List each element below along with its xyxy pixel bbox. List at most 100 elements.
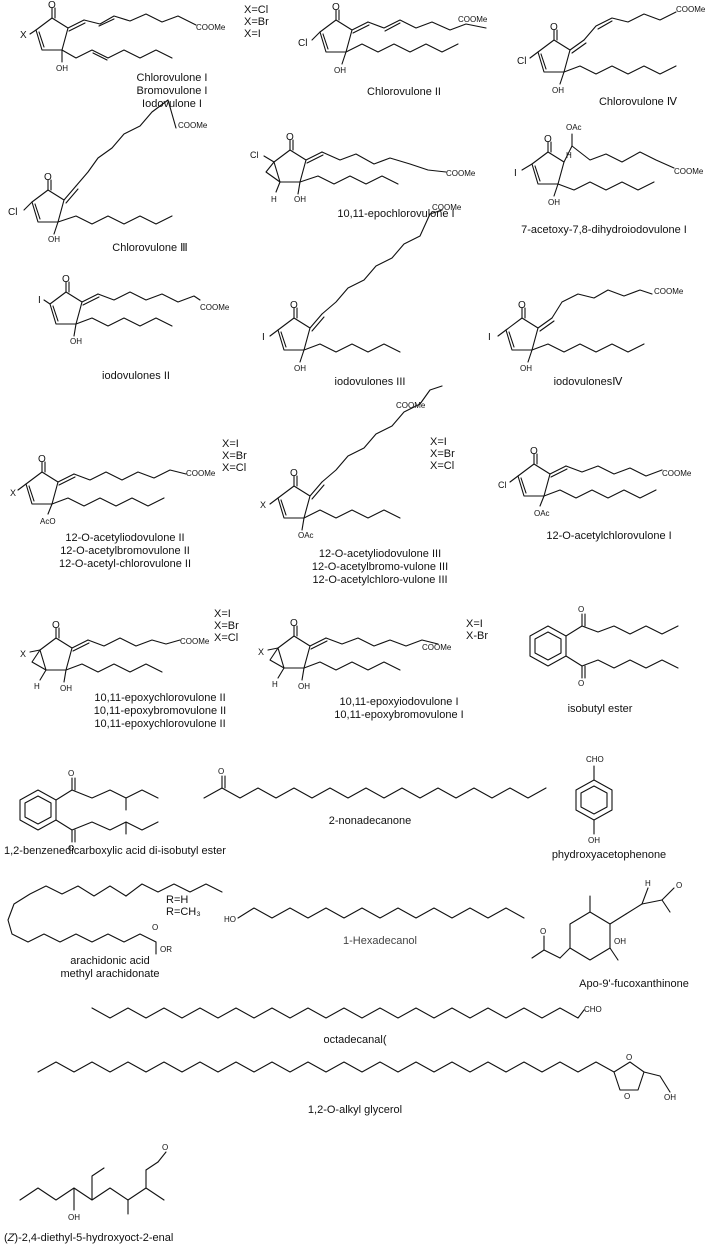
c17-o-atom: O [218,767,224,776]
c11-sub-0: X=I [430,436,447,448]
c20-name-label: 1-Hexadecanol [310,935,450,948]
c4-name-label: Chlorovulone Ⅲ [90,242,210,255]
c8-name-label: iodovulones III [310,376,430,389]
c21-name-label: Apo-9'-fucoxanthinone [566,978,702,991]
structure-arachidonic-acid [7,883,223,955]
c10-sub-2: X=Cl [222,462,247,474]
c16-name-0: 1,2-benzenedicarboxylic acid di-isobutyl… [4,845,226,857]
c13-substituent-key: X=I X=Br X=Cl [214,608,239,644]
c24-oh-atom: OH [68,1213,80,1222]
c4-ester-atom: COOMe [178,121,208,130]
c13-oxo-atom: O [52,620,60,631]
c10-sub-atom: X [10,488,16,498]
structure-alkyl-glycerol [37,1061,671,1093]
c13-name-1: 10,11-epoxybromovulone II [93,705,227,717]
c4-sub-atom: Cl [8,207,17,218]
structure-acetoxy-dihydroiodovulone [521,133,675,197]
c20-name-0: 1-Hexadecanol [343,935,417,947]
c5-name-label: 10,11-epochlorovulone I [316,208,476,221]
c11-name-1: 12-O-acetylbromo-vulone III [311,561,449,573]
c11-sub-atom: X [260,500,266,510]
c24-name-italic: Z [7,1232,15,1244]
c9-name-0: iodovulonesⅣ [553,376,623,388]
c19-substituent-key: R=H R=CH₃ [166,894,201,918]
c15-o2-atom: O [578,679,584,688]
c2-oh-atom: OH [334,66,346,75]
structure-chlorovulone-ii [311,9,487,65]
c22-name-0: octadecanal( [323,1034,387,1046]
c1-oh-atom: OH [56,64,68,73]
c18-oh-atom: OH [588,836,600,845]
c11-sub-2: X=Cl [430,460,455,472]
c13-name-0: 10,11-epoxychlorovulone II [94,692,226,704]
c7-name-label: iodovulones II [76,370,196,383]
c4-name-0: Chlorovulone Ⅲ [112,242,188,254]
c7-sub-atom: I [38,295,41,306]
c14-oxo-atom: O [290,618,298,629]
c7-oxo-atom: O [62,274,70,285]
c12-sub-atom: Cl [498,480,507,490]
c1-name-0: Chlorovulone I [136,72,208,84]
c2-name-0: Chlorovulone II [367,86,441,98]
structure-iodovulones-iv [497,289,653,363]
c23-name-0: 1,2-O-alkyl glycerol [307,1104,403,1116]
c16-name-label: 1,2-benzenedicarboxylic acid di-isobutyl… [4,845,244,858]
c18-name-0: phydroxyacetophenone [551,849,667,861]
structure-iodovulones-iii [269,209,443,363]
c8-name-0: iodovulones III [334,376,406,388]
c13-h-atom: H [34,682,40,691]
c4-oxo-atom: O [44,172,52,183]
c24-name-prefix: ( [4,1232,8,1244]
c14-sub-0: X=I [466,618,483,630]
c7-name-0: iodovulones II [102,370,170,382]
c14-sub-atom: X [258,647,264,657]
structure-iodovulones-ii [43,281,201,337]
c6-ester-atom: COOMe [674,167,704,176]
c1-substituent-key: X=Cl X=Br X=I [244,4,269,40]
c9-sub-atom: I [488,332,491,343]
structure-chlorovulone-iii [23,99,177,235]
structure-apo-fucoxanthinone [531,887,675,961]
c3-ester-atom: COOMe [676,5,706,14]
c17-name-label: 2-nonadecanone [300,815,440,828]
c6-oxo-atom: O [544,134,552,145]
c13-name-label: 10,11-epoxychlorovulone II 10,11-epoxybr… [70,692,250,731]
c6-name-0: 7-acetoxy-7,8-dihydroiodovulone I [521,224,687,236]
c21-o1-atom: O [540,927,546,936]
c1-sub-atom: X [20,30,27,41]
c13-sub-2: X=Cl [214,632,239,644]
c5-sub-atom: Cl [250,150,259,160]
c5-h-atom: H [271,195,277,204]
c23-o2-atom: O [624,1092,630,1101]
c12-ester-atom: COOMe [662,469,692,478]
c7-oh-atom: OH [70,337,82,346]
structure-di-isobutyl-phthalate [19,777,159,843]
c5-ester-atom: COOMe [446,169,476,178]
c6-oh-atom: OH [548,198,560,207]
c11-sub-1: X=Br [430,448,455,460]
c8-sub-atom: I [262,332,265,343]
c19-sub-1: R=CH₃ [166,906,201,918]
c11-name-0: 12-O-acetyliodovulone III [318,548,442,560]
c1-ester-atom: COOMe [196,23,226,32]
c1-sub-0: X=Cl [244,4,269,16]
c3-name-0: Chlorovulone Ⅳ [598,96,678,108]
c11-name-label: 12-O-acetyliodovulone III 12-O-acetylbro… [290,548,470,587]
c19-or-atom: OR [160,945,172,954]
c14-name-0: 10,11-epoxyiodovulone I [339,696,459,708]
c19-name-1: methyl arachidonate [60,968,160,980]
c13-name-2: 10,11-epoxychlorovulone II [94,718,226,730]
c12-name-0: 12-O-acetylchlorovulone I [546,530,672,542]
c11-oxo-atom: O [290,468,298,479]
c2-name-label: Chlorovulone II [344,86,464,99]
c4-oh-atom: OH [48,235,60,244]
structure-diethyl-hydroxyoctenal [19,1151,167,1215]
c6-sub-atom: I [514,168,517,179]
c13-sub-atom: X [20,649,26,659]
c14-h-atom: H [272,680,278,689]
c10-name-0: 12-O-acetyliodovulone II [65,532,185,544]
c14-sub-1: X-Br [466,630,488,642]
c15-name-0: isobutyl ester [567,703,633,715]
c1-name-label: Chlorovulone I Bromovulone I Iodovulone … [112,72,232,111]
